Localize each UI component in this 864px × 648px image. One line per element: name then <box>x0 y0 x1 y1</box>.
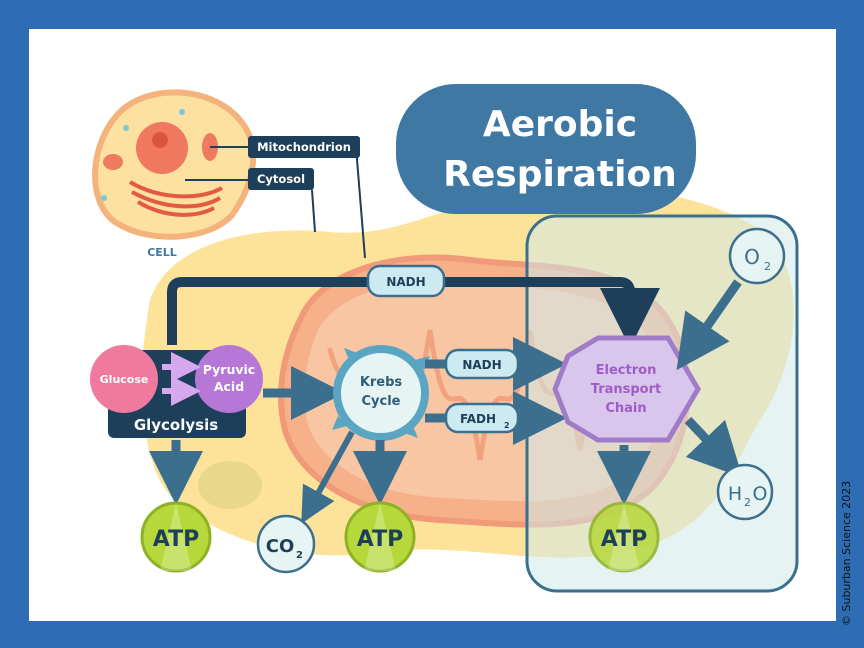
glucose-circle <box>90 345 158 413</box>
pyruvic-acid-circle <box>195 345 263 413</box>
pyruvic-label-2: Acid <box>214 379 244 394</box>
etc-label-1: Electron <box>596 363 657 378</box>
cell <box>92 89 257 240</box>
cytosol-callout-text: Cytosol <box>257 172 305 186</box>
h2o-subscript: 2 <box>744 496 751 509</box>
fadh-subscript: 2 <box>504 421 510 430</box>
cytosol-callout <box>248 168 314 190</box>
title-badge <box>396 84 696 214</box>
atp-badge-glycolysis: ATP <box>140 501 212 573</box>
o2-arrow <box>676 279 742 371</box>
nadh-top-label: NADH <box>386 275 425 289</box>
h2o-o: O <box>753 483 768 505</box>
etc-label-2: Transport <box>591 382 661 397</box>
h2o-h: H <box>728 483 742 505</box>
mitochondrion-callout <box>248 136 360 158</box>
fadh-label: FADH <box>460 412 496 426</box>
co2-label: CO <box>266 536 295 557</box>
fadh2-carrier: FADH 2 <box>444 402 520 434</box>
atp-label-krebs: ATP <box>357 527 403 552</box>
o2-label: O <box>744 245 760 269</box>
h2o-arrow <box>684 416 743 478</box>
nadh-carrier-mid: NADH <box>444 348 520 380</box>
pyruvic-label-1: Pyruvic <box>203 362 255 377</box>
atp-label-glycolysis: ATP <box>153 527 199 552</box>
nadh-mid-label: NADH <box>462 358 501 372</box>
co2-circle <box>256 514 316 574</box>
cell-mitochondrion-2 <box>103 154 123 170</box>
co2-arrow <box>301 430 355 524</box>
co2-subscript: 2 <box>296 550 303 561</box>
etc-hexagon <box>552 335 701 443</box>
glucose-label: Glucose <box>100 373 149 386</box>
atp-badge-krebs: ATP <box>344 501 416 573</box>
mitochondrion-callout-text: Mitochondrion <box>257 140 351 154</box>
cytosol-spot <box>198 461 262 509</box>
krebs-label-1: Krebs <box>360 375 403 390</box>
krebs-label-2: Cycle <box>362 394 401 409</box>
o2-subscript: 2 <box>764 260 771 273</box>
glycolysis-label: Glycolysis <box>134 416 218 434</box>
o2-circle <box>728 227 786 285</box>
cell-label: CELL <box>147 246 177 259</box>
title-line-1: Aerobic <box>483 104 637 145</box>
etc-label-3: Chain <box>605 401 646 416</box>
krebs-cycle-circle <box>333 345 429 441</box>
atp-label-etc: ATP <box>601 527 647 552</box>
atp-badge-etc: ATP <box>588 501 660 573</box>
nucleolus <box>152 132 168 148</box>
copyright-text: © Suburban Science 2023 <box>840 480 853 626</box>
h2o-circle <box>716 463 774 521</box>
nadh-carrier-top: NADH <box>366 264 446 298</box>
nucleus <box>136 122 188 174</box>
title-line-2: Respiration <box>443 154 677 195</box>
